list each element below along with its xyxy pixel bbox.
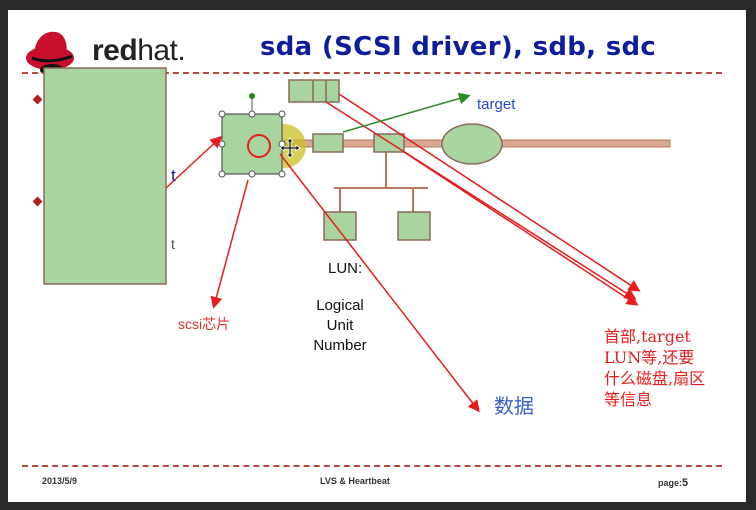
resize-handle[interactable] (218, 110, 226, 118)
header-rule (22, 72, 722, 74)
resize-handle[interactable] (248, 110, 256, 118)
header-info-annotation: 首部,target LUN等,还要 什么磁盘,扇区 等信息 (604, 327, 706, 409)
resize-handle[interactable] (218, 170, 226, 178)
arrow-chip-label (210, 179, 249, 309)
page-prefix: page: (658, 478, 683, 488)
resize-handle[interactable] (278, 110, 286, 118)
arrow-header-1 (338, 93, 641, 292)
lun-description: Logical Unit Number (313, 297, 367, 354)
scsi-chip-annotation: scsi芯片 (178, 316, 231, 332)
bullet-diamond-icon (32, 94, 43, 105)
host-box[interactable] (43, 67, 167, 285)
slide-title: sda (SCSI driver), sdb, sdc (260, 32, 657, 62)
data-annotation: 数据 (494, 394, 534, 418)
resize-handle[interactable] (248, 170, 256, 178)
arrow-header-3 (403, 151, 639, 306)
resize-handle[interactable] (278, 170, 286, 178)
footer-title: LVS & Heartbeat (320, 476, 390, 486)
arrow-target (342, 92, 471, 133)
arrow-data (279, 153, 480, 413)
packet-header[interactable] (288, 79, 340, 103)
arrow-host-to-chip (165, 135, 223, 189)
footer-page-number: page:5 (658, 477, 688, 489)
lun-box-2[interactable] (397, 211, 431, 241)
slide-canvas: redhat. sda (SCSI driver), sdb, sdc (8, 10, 746, 502)
target-annotation: target (477, 96, 516, 113)
bus-terminator[interactable] (441, 123, 503, 165)
resize-handle[interactable] (218, 140, 226, 148)
logo-wordmark: redhat. (92, 34, 186, 67)
scsi-chip-box[interactable] (221, 113, 283, 175)
footer-rule (22, 465, 722, 467)
diagram-layer (32, 67, 671, 413)
target-box-1[interactable] (312, 133, 344, 153)
rotate-handle-icon[interactable] (249, 93, 255, 99)
page-number: 5 (682, 477, 689, 489)
partial-text: t (171, 236, 175, 252)
arrow-header-2 (325, 101, 637, 300)
lun-label: LUN: (328, 260, 363, 277)
partial-text: t (171, 166, 176, 185)
bullet-diamond-icon (32, 196, 43, 207)
move-cursor-icon (279, 137, 301, 159)
scsi-chip-red-circle (247, 134, 271, 158)
footer-date: 2013/5/9 (42, 476, 78, 486)
